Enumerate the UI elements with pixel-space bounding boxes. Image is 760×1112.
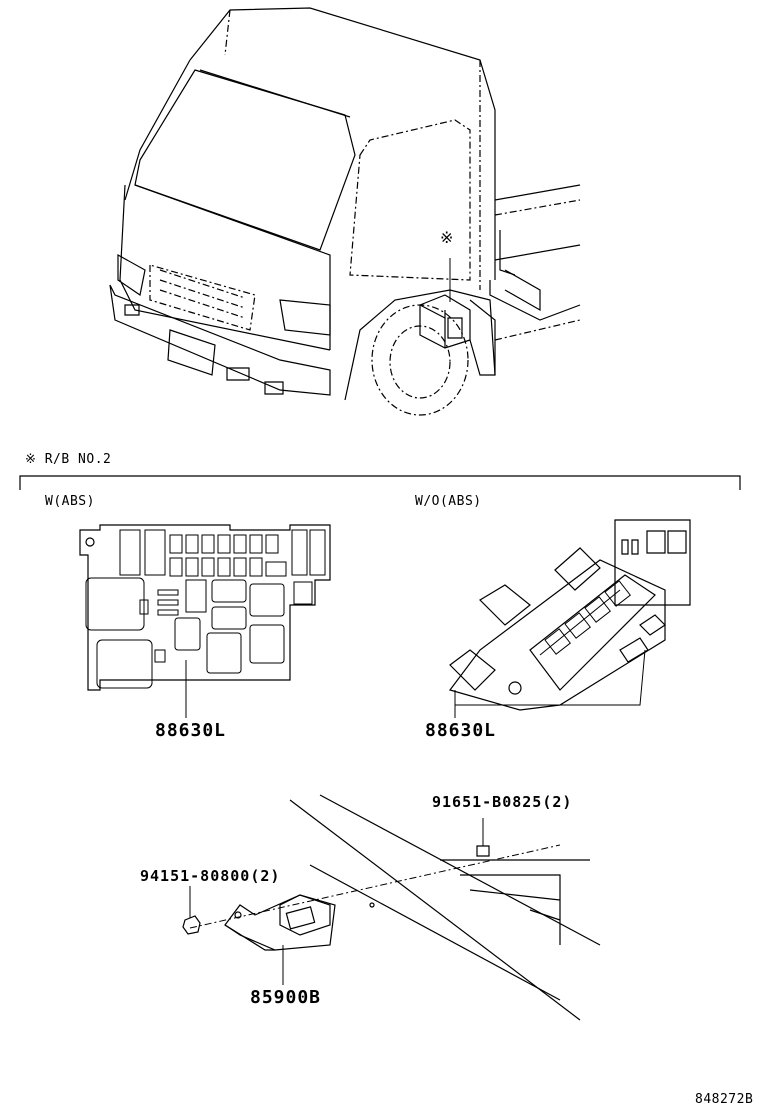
- relay-block-without-abs: [450, 520, 690, 718]
- relay-block-with-abs: [80, 525, 330, 718]
- without-abs-label: W/O(ABS): [415, 494, 482, 509]
- truck-illustration: [110, 8, 580, 415]
- bolt: [477, 818, 489, 856]
- rb-label: R/B NO.2: [44, 452, 112, 467]
- bracket-part-number: 85900B: [250, 987, 322, 1008]
- reference-mark: ※: [25, 452, 37, 467]
- nut-part-number: 94151-80800(2): [140, 867, 281, 885]
- part-number-88630l-with-abs: 88630L: [155, 720, 227, 741]
- section-bracket: [20, 476, 740, 490]
- nut: [183, 886, 200, 934]
- bolt-part-number: 91651-B0825(2): [432, 793, 573, 811]
- truck-callout-mark: ※: [440, 228, 454, 247]
- bracket-assembly: [183, 795, 600, 1020]
- with-abs-label: W(ABS): [45, 494, 95, 509]
- figure-id: 848272B: [695, 1092, 754, 1107]
- part-number-88630l-without-abs: 88630L: [425, 720, 497, 741]
- rb-header: ※ R/B NO.2: [25, 452, 111, 467]
